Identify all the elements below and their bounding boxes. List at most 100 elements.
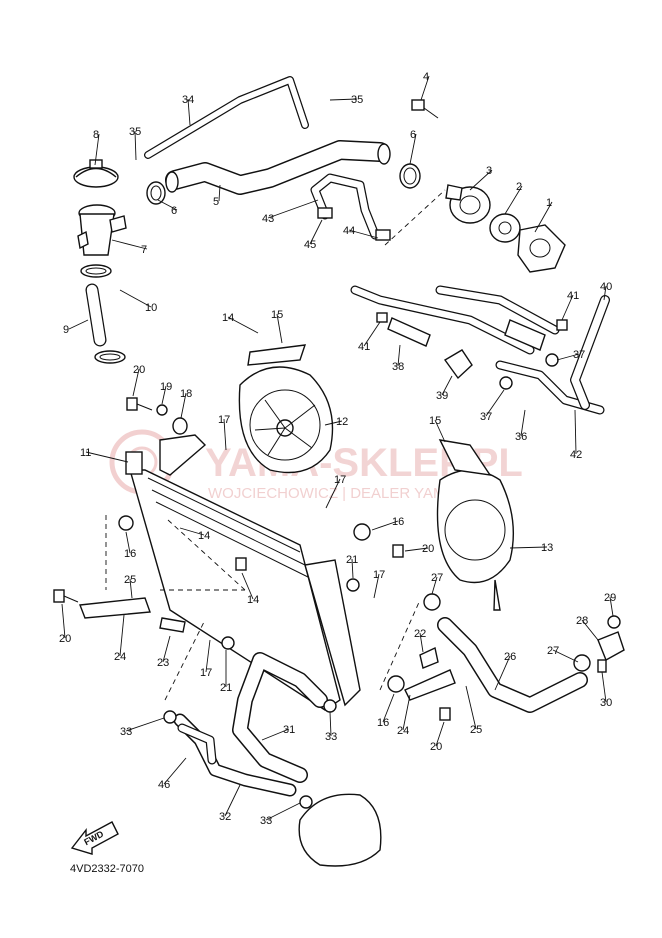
fitting-28 bbox=[597, 631, 625, 661]
leader-line-c35a bbox=[134, 130, 137, 161]
grommet-18 bbox=[172, 417, 188, 435]
callout-c35b: 35 bbox=[351, 94, 363, 106]
bolt-20-mid bbox=[392, 544, 404, 558]
callout-c4: 4 bbox=[423, 71, 429, 83]
callout-c16b: 16 bbox=[392, 516, 404, 528]
thermostat-housing-1 bbox=[517, 224, 566, 273]
callout-c24a: 24 bbox=[114, 651, 126, 663]
leader-line-c32 bbox=[224, 784, 241, 817]
bolt-20-low bbox=[439, 707, 451, 721]
leader-line-c17b bbox=[325, 478, 341, 509]
hose-26 bbox=[437, 617, 588, 713]
callout-c42: 42 bbox=[570, 449, 582, 461]
callout-c20c: 20 bbox=[422, 543, 434, 555]
water-pipe-assembly bbox=[350, 285, 560, 355]
leader-line-c33b bbox=[329, 711, 332, 737]
callout-c38: 38 bbox=[392, 361, 404, 373]
callout-c27a: 27 bbox=[431, 572, 443, 584]
callout-c27b: 27 bbox=[547, 645, 559, 657]
callout-c32: 32 bbox=[219, 811, 231, 823]
callout-c28: 28 bbox=[576, 615, 588, 627]
leader-line-c17c bbox=[373, 573, 380, 599]
clamp-6-left bbox=[146, 181, 166, 205]
leader-line-c6b bbox=[409, 133, 417, 165]
clamp-27-lower bbox=[573, 654, 591, 672]
hose-clamp-lower bbox=[94, 350, 126, 364]
callout-c30: 30 bbox=[600, 697, 612, 709]
callout-c3: 3 bbox=[486, 165, 492, 177]
fan-shroud-tab-15 bbox=[247, 344, 307, 366]
callout-c11: 11 bbox=[80, 447, 91, 459]
callout-c26: 26 bbox=[504, 651, 516, 663]
small-hose-43 bbox=[310, 173, 391, 241]
leader-line-c15a bbox=[276, 313, 283, 344]
leader-line-c29 bbox=[609, 596, 614, 617]
pipe-38 bbox=[387, 317, 431, 347]
leader-line-c15b bbox=[434, 419, 446, 443]
leader-line-c23 bbox=[162, 635, 171, 663]
callout-c12: 12 bbox=[336, 416, 348, 428]
leader-line-c17a bbox=[223, 418, 227, 451]
collar-16-mid bbox=[353, 523, 371, 541]
bolt-30 bbox=[597, 659, 607, 673]
leader-line-c7 bbox=[111, 239, 148, 250]
leader-line-c43 bbox=[267, 199, 319, 219]
leader-line-c16a bbox=[125, 531, 131, 554]
leader-line-c1 bbox=[534, 201, 553, 233]
leader-line-c40 bbox=[603, 285, 607, 301]
radiator-cap bbox=[73, 159, 119, 188]
callout-c9: 9 bbox=[63, 324, 69, 336]
leader-line-c5 bbox=[218, 184, 221, 202]
clamp-37-a bbox=[545, 353, 559, 367]
leader-line-c44 bbox=[348, 229, 379, 239]
leader-line-c2 bbox=[504, 185, 523, 215]
leader-line-c3 bbox=[469, 169, 493, 191]
callout-c33c: 33 bbox=[260, 815, 272, 827]
callout-c21a: 21 bbox=[346, 554, 358, 566]
collar-16-low bbox=[387, 675, 405, 693]
leader-line-c20a bbox=[132, 368, 140, 397]
leader-line-c14b bbox=[179, 527, 205, 536]
callout-c8: 8 bbox=[93, 129, 99, 141]
callout-c17a: 17 bbox=[218, 414, 230, 426]
leader-line-c12 bbox=[324, 420, 343, 426]
leader-line-c38 bbox=[397, 344, 401, 367]
callout-c19: 19 bbox=[160, 381, 172, 393]
leader-line-c10 bbox=[119, 289, 152, 308]
callout-c20a: 20 bbox=[133, 364, 145, 376]
clamp-27-upper bbox=[423, 593, 441, 611]
leader-line-c31 bbox=[261, 728, 290, 741]
nut-21-a bbox=[346, 578, 360, 592]
leader-line-c46 bbox=[163, 757, 187, 785]
radiator-bracket bbox=[159, 434, 207, 476]
leader-line-c36 bbox=[520, 409, 526, 437]
leader-line-c20c bbox=[404, 547, 429, 552]
callout-c16a: 16 bbox=[124, 548, 136, 560]
fan-motor-12 bbox=[238, 366, 334, 474]
callout-c29: 29 bbox=[604, 592, 616, 604]
leader-line-c21a bbox=[351, 558, 354, 579]
callout-c25b: 25 bbox=[470, 724, 482, 736]
thermostat-2 bbox=[489, 213, 521, 243]
leader-line-c27b bbox=[552, 649, 579, 663]
clamp-33-c bbox=[299, 795, 313, 809]
o-ring-29 bbox=[607, 615, 621, 629]
leader-line-c41b bbox=[363, 321, 381, 347]
leader-lines bbox=[61, 75, 614, 821]
callout-c31: 31 bbox=[283, 724, 295, 736]
callout-c36: 36 bbox=[515, 431, 527, 443]
fan-shroud-tab-15-right bbox=[438, 439, 492, 476]
callout-c20d: 20 bbox=[430, 741, 442, 753]
pump-cover bbox=[298, 793, 382, 867]
callout-c37b: 37 bbox=[480, 411, 492, 423]
callout-c43: 43 bbox=[262, 213, 274, 225]
leader-line-c34 bbox=[187, 98, 191, 126]
bolt-19 bbox=[156, 404, 168, 416]
leader-line-c41a bbox=[561, 294, 574, 321]
leader-line-c26 bbox=[494, 655, 511, 691]
leader-line-c37b bbox=[485, 389, 505, 417]
leader-line-c33a bbox=[125, 717, 165, 732]
leader-line-c28 bbox=[581, 619, 599, 641]
callout-c14c: 14 bbox=[247, 594, 259, 606]
